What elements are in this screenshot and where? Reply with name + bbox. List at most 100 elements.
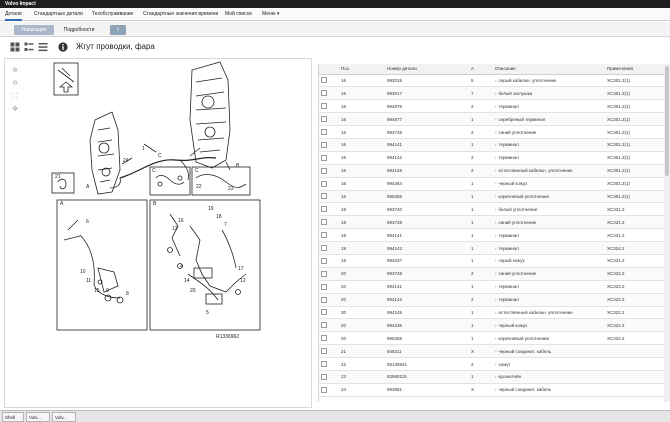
row-checkbox-cell[interactable] xyxy=(319,215,339,230)
column-header-part-number[interactable]: Номер детали xyxy=(385,64,469,75)
row-checkbox-cell[interactable] xyxy=(319,267,339,281)
menu-item-menu[interactable]: Меню ▾ xyxy=(262,11,280,17)
row-checkbox[interactable] xyxy=(321,219,327,226)
row-checkbox[interactable] xyxy=(321,141,327,148)
expand-caret-icon[interactable]: › xyxy=(495,206,497,212)
expand-caret-icon[interactable]: › xyxy=(495,142,497,148)
row-checkbox-cell[interactable] xyxy=(319,99,339,114)
expand-caret-icon[interactable]: › xyxy=(495,258,497,264)
row-checkbox-cell[interactable] xyxy=(319,138,339,152)
row-checkbox[interactable] xyxy=(321,90,327,97)
row-checkbox[interactable] xyxy=(321,373,327,380)
row-checkbox[interactable] xyxy=(321,283,327,290)
row-checkbox-cell[interactable] xyxy=(319,74,339,88)
tab-info-button[interactable]: i xyxy=(110,25,126,35)
row-checkbox-cell[interactable] xyxy=(319,293,339,307)
zoom-out-icon[interactable]: ⊖ xyxy=(12,80,18,87)
expand-caret-icon[interactable]: › xyxy=(495,90,497,96)
row-checkbox-cell[interactable] xyxy=(319,241,339,255)
row-checkbox-cell[interactable] xyxy=(319,383,339,397)
menu-item-details[interactable]: Детали xyxy=(5,8,22,21)
fit-to-screen-icon[interactable]: ⛶ xyxy=(12,93,18,100)
row-checkbox-cell[interactable] xyxy=(319,318,339,333)
row-checkbox[interactable] xyxy=(321,270,327,277)
row-checkbox-cell[interactable] xyxy=(319,125,339,139)
row-checkbox-cell[interactable] xyxy=(319,280,339,294)
grid-view-icon[interactable] xyxy=(10,42,20,52)
expand-caret-icon[interactable]: › xyxy=(495,232,497,238)
row-checkbox[interactable] xyxy=(321,348,327,355)
expand-caret-icon[interactable]: › xyxy=(495,129,497,135)
expand-caret-icon[interactable]: › xyxy=(495,77,497,83)
list-detail-view-icon[interactable] xyxy=(24,42,34,52)
menu-item-my-list[interactable]: Мой список xyxy=(225,11,252,17)
row-checkbox[interactable] xyxy=(321,335,327,342)
row-checkbox[interactable] xyxy=(321,232,327,239)
menu-item-standard-parts[interactable]: Стандартные детали xyxy=(34,11,83,17)
row-checkbox[interactable] xyxy=(321,257,327,264)
expand-caret-icon[interactable]: › xyxy=(495,245,497,251)
column-header-description[interactable]: Описание xyxy=(493,64,605,75)
row-checkbox-cell[interactable] xyxy=(319,202,339,217)
row-checkbox-cell[interactable] xyxy=(319,151,339,165)
row-checkbox-cell[interactable] xyxy=(319,370,339,384)
row-checkbox-cell[interactable] xyxy=(319,357,339,371)
row-checkbox[interactable] xyxy=(321,116,327,123)
expand-caret-icon[interactable]: › xyxy=(495,361,497,367)
row-checkbox-cell[interactable] xyxy=(319,306,339,320)
row-checkbox-cell[interactable] xyxy=(319,190,339,204)
row-checkbox-cell[interactable] xyxy=(319,164,339,178)
taskbar-shell[interactable]: Shell xyxy=(2,412,24,422)
row-checkbox-cell[interactable] xyxy=(319,344,339,359)
expand-caret-icon[interactable]: › xyxy=(495,335,497,341)
table-scrollbar-thumb[interactable] xyxy=(665,66,669,176)
row-checkbox-cell[interactable] xyxy=(319,86,339,101)
row-checkbox[interactable] xyxy=(321,386,327,393)
info-icon[interactable] xyxy=(58,42,68,52)
expand-caret-icon[interactable]: › xyxy=(495,193,497,199)
row-checkbox[interactable] xyxy=(321,103,327,110)
menu-item-maintenance[interactable]: Техобслуживание xyxy=(92,11,134,17)
expand-caret-icon[interactable]: › xyxy=(495,116,497,122)
row-checkbox[interactable] xyxy=(321,206,327,213)
expand-caret-icon[interactable]: › xyxy=(495,387,497,393)
zoom-in-icon[interactable]: ⊕ xyxy=(12,67,18,74)
menu-item-standard-times[interactable]: Стандартные значения времени xyxy=(143,11,219,17)
row-checkbox[interactable] xyxy=(321,129,327,135)
column-header-notes[interactable]: Примечания xyxy=(605,64,670,75)
row-checkbox-cell[interactable] xyxy=(319,228,339,243)
row-checkbox-cell[interactable] xyxy=(319,177,339,191)
expand-caret-icon[interactable]: › xyxy=(495,284,497,290)
row-checkbox[interactable] xyxy=(321,245,327,252)
row-checkbox[interactable] xyxy=(321,180,327,187)
expand-caret-icon[interactable]: › xyxy=(495,181,497,187)
expand-caret-icon[interactable]: › xyxy=(495,322,497,328)
row-checkbox[interactable] xyxy=(321,322,327,329)
expand-caret-icon[interactable]: › xyxy=(495,297,497,303)
row-checkbox[interactable] xyxy=(321,309,327,316)
column-header-quantity[interactable]: A xyxy=(469,64,493,75)
row-checkbox[interactable] xyxy=(321,193,327,200)
expand-caret-icon[interactable]: › xyxy=(495,103,497,109)
row-checkbox[interactable] xyxy=(321,296,327,303)
expand-caret-icon[interactable]: › xyxy=(495,219,497,225)
